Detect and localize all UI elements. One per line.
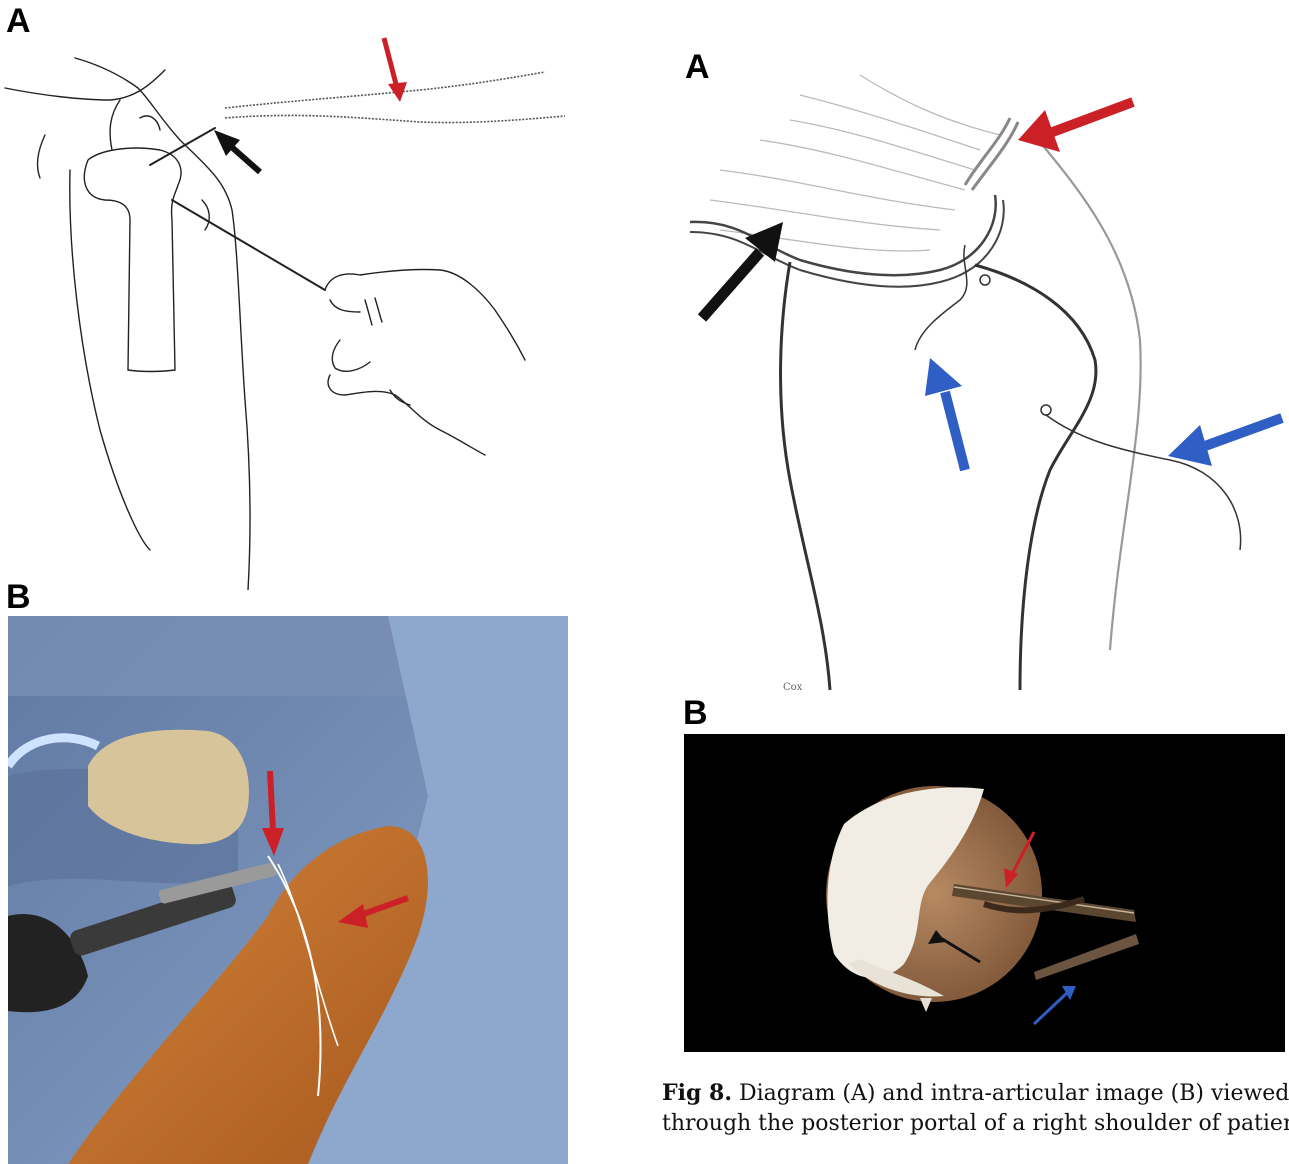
caption-lead: Fig 8. xyxy=(662,1080,732,1106)
caption-line-2: through the posterior portal of a right … xyxy=(662,1109,1289,1139)
black-arrow-icon xyxy=(702,222,783,318)
caption-line-1: Fig 8. Diagram (A) and intra-articular i… xyxy=(662,1078,1289,1109)
red-arrow-icon xyxy=(1018,102,1133,152)
drawing-signature: Cox xyxy=(783,682,803,693)
left-operating-photo xyxy=(8,616,568,1164)
caption-line1-text: Diagram (A) and intra-articular image (B… xyxy=(732,1081,1289,1106)
blue-arrow-icon xyxy=(925,358,965,470)
right-arthroscopic-image xyxy=(684,734,1285,1052)
right-humerus-drawing: Cox xyxy=(680,60,1289,700)
left-shoulder-drawing xyxy=(0,30,600,590)
figure-caption: Fig 8. Diagram (A) and intra-articular i… xyxy=(662,1078,1289,1139)
left-panel-b-label: B xyxy=(6,580,31,614)
blue-arrow-icon xyxy=(1168,418,1282,466)
right-panel-b-label: B xyxy=(683,696,708,730)
black-arrow-icon xyxy=(214,130,260,172)
